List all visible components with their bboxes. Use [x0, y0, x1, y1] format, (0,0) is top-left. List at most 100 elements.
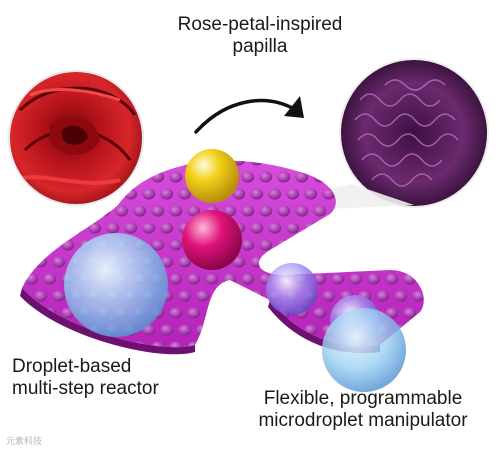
- papilla-bump: [22, 188, 30, 200]
- papilla-bump: [25, 273, 39, 285]
- papilla-bump: [322, 222, 336, 234]
- papilla-bump: [61, 205, 75, 217]
- papilla-bump: [376, 222, 390, 234]
- papilla-bump: [178, 324, 192, 336]
- papilla-bump: [214, 290, 228, 302]
- right-caption: Flexible, programmable microdroplet mani…: [232, 388, 494, 432]
- papilla-bump: [322, 256, 336, 268]
- papilla-bump: [142, 222, 156, 234]
- sem-papilla-micrograph: [339, 58, 489, 208]
- papilla-bump: [61, 341, 75, 348]
- papilla-bump: [385, 239, 399, 251]
- papilla-bump: [268, 256, 282, 268]
- papilla-bump: [421, 307, 424, 319]
- papilla-bump: [25, 205, 39, 217]
- papilla-bump: [295, 171, 309, 183]
- papilla-bump: [160, 160, 174, 166]
- papilla-bump: [34, 256, 48, 268]
- papilla-bump: [385, 273, 399, 285]
- papilla-bump: [430, 223, 443, 234]
- rose-photo: [8, 70, 144, 206]
- papilla-bump: [241, 239, 255, 251]
- papilla-bump: [277, 205, 291, 217]
- papilla-bump: [169, 307, 183, 319]
- papilla-bump: [421, 273, 424, 285]
- papilla-bump: [322, 290, 336, 302]
- papilla-bump: [376, 256, 390, 268]
- papilla-bump: [421, 239, 424, 251]
- papilla-bump: [52, 324, 66, 336]
- papilla-bump: [178, 290, 192, 302]
- papilla-bump: [178, 256, 192, 268]
- papilla-bump: [223, 341, 237, 348]
- papilla-bump: [277, 341, 291, 348]
- papilla-bump: [106, 222, 120, 234]
- papilla-bump: [79, 205, 93, 217]
- papilla-bump: [160, 188, 174, 200]
- papilla-bump: [232, 256, 246, 268]
- papilla-bump: [250, 222, 264, 234]
- droplet-violet-small: [266, 263, 318, 315]
- left-caption-line-2: multi-step reactor: [12, 378, 159, 399]
- left-caption-line-1: Droplet-based: [12, 356, 132, 377]
- papilla-bump: [259, 205, 273, 217]
- papilla-bump: [304, 256, 318, 268]
- papilla-bump: [52, 290, 66, 302]
- papilla-bump: [286, 160, 300, 166]
- papilla-bump: [7, 206, 20, 217]
- papilla-bump: [304, 160, 318, 166]
- papilla-bump: [223, 273, 237, 285]
- papilla-bump: [187, 307, 201, 319]
- papilla-bump: [34, 222, 48, 234]
- papilla-bump: [430, 291, 443, 302]
- papilla-bump: [115, 205, 129, 217]
- papilla-bump: [79, 341, 93, 348]
- papilla-bump: [241, 171, 255, 183]
- papilla-bump: [277, 171, 291, 183]
- papilla-bump: [169, 171, 183, 183]
- papilla-bump: [340, 222, 354, 234]
- papilla-bump: [385, 205, 399, 217]
- papilla-bump: [376, 290, 390, 302]
- papilla-bump: [34, 290, 48, 302]
- papilla-bump: [322, 160, 336, 166]
- droplet-pink: [182, 210, 242, 270]
- papilla-bump: [295, 205, 309, 217]
- papilla-bump: [160, 324, 174, 336]
- right-caption-line-1: Flexible, programmable: [263, 388, 463, 409]
- papilla-bump: [52, 222, 66, 234]
- papilla-bump: [340, 256, 354, 268]
- papilla-bump: [232, 324, 246, 336]
- papilla-bump: [241, 205, 255, 217]
- papilla-bump: [187, 205, 201, 217]
- papilla-bump: [277, 239, 291, 251]
- papilla-bump: [241, 273, 255, 285]
- papilla-bump: [286, 188, 300, 200]
- curved-arrow-icon: [194, 96, 304, 134]
- papilla-bump: [349, 273, 363, 285]
- papilla-bump: [22, 256, 30, 268]
- papilla-bump: [313, 205, 327, 217]
- papilla-bump: [169, 273, 183, 285]
- papilla-bump: [22, 222, 30, 234]
- papilla-bump: [151, 205, 165, 217]
- papilla-bump: [43, 273, 57, 285]
- title-line-2: papilla: [232, 36, 288, 57]
- papilla-bump: [412, 222, 424, 234]
- title-line-1: Rose-petal-inspired: [177, 14, 343, 35]
- papilla-bump: [403, 239, 417, 251]
- papilla-bump: [331, 239, 345, 251]
- papilla-bump: [196, 290, 210, 302]
- papilla-bump: [331, 273, 345, 285]
- papilla-bump: [403, 307, 417, 319]
- papilla-bump: [250, 188, 264, 200]
- papilla-bump: [367, 273, 381, 285]
- papilla-bump: [205, 341, 219, 348]
- title-caption: Rose-petal-inspired papilla: [150, 14, 370, 58]
- papilla-bump: [25, 341, 39, 348]
- papilla-bump: [7, 342, 20, 353]
- papilla-bump: [169, 205, 183, 217]
- papilla-bump: [394, 222, 408, 234]
- papilla-bump: [430, 257, 443, 268]
